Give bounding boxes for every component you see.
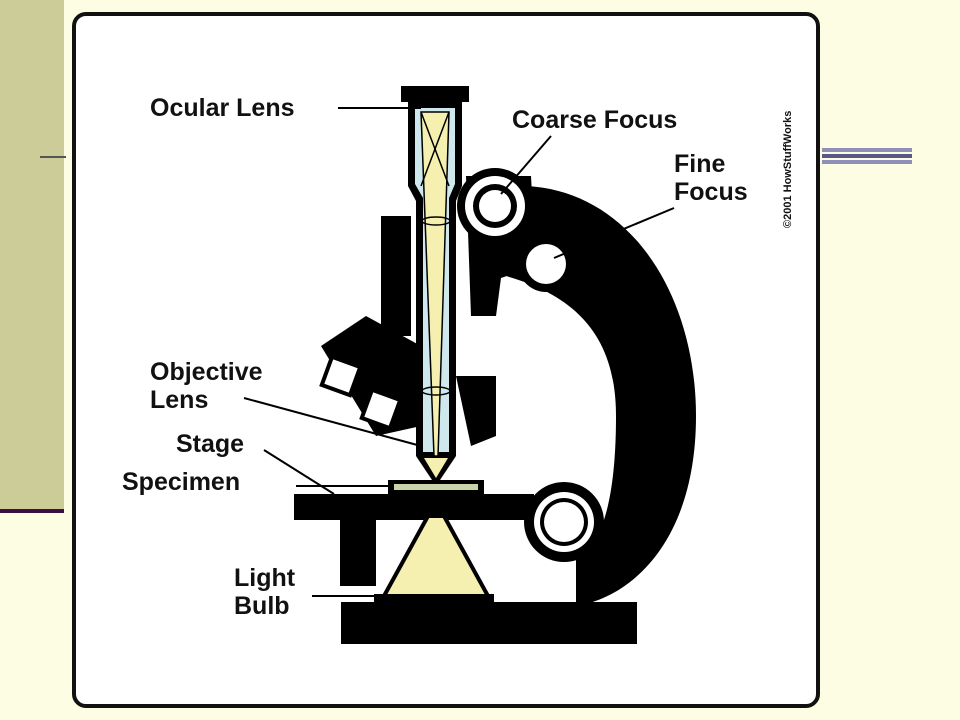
label-specimen: Specimen — [122, 468, 240, 496]
label-stage: Stage — [176, 430, 244, 458]
objective-window-1 — [319, 354, 363, 398]
slide-top-rule — [40, 156, 66, 158]
eyepiece-cap — [401, 86, 469, 102]
copyright-text: ©2001 HowStuffWorks — [782, 111, 794, 228]
stage — [294, 494, 534, 520]
label-objective-lens-line1: Objective — [150, 358, 263, 386]
microscope-arm — [506, 186, 696, 606]
label-fine-focus-line2: Focus — [674, 178, 748, 206]
microscope-base — [341, 602, 637, 644]
slide-right-rule — [822, 148, 912, 166]
label-light-bulb-line2: Bulb — [234, 592, 290, 620]
stage-support — [340, 520, 376, 586]
label-ocular-lens: Ocular Lens — [150, 94, 295, 122]
label-objective-lens-line2: Lens — [150, 386, 208, 414]
microscope-diagram: Ocular Lens Coarse Focus Fine Focus Obje… — [122, 86, 794, 644]
microscope-diagram-frame: Ocular Lens Coarse Focus Fine Focus Obje… — [72, 12, 820, 708]
label-fine-focus-line1: Fine — [674, 150, 725, 178]
light-cone — [380, 514, 492, 598]
objective-window-2 — [359, 387, 403, 431]
slide-left-band — [0, 0, 64, 510]
microscope-head — [381, 216, 411, 336]
label-light-bulb-line1: Light — [234, 564, 296, 592]
slide-left-rule — [0, 509, 64, 513]
label-coarse-focus: Coarse Focus — [512, 106, 677, 134]
